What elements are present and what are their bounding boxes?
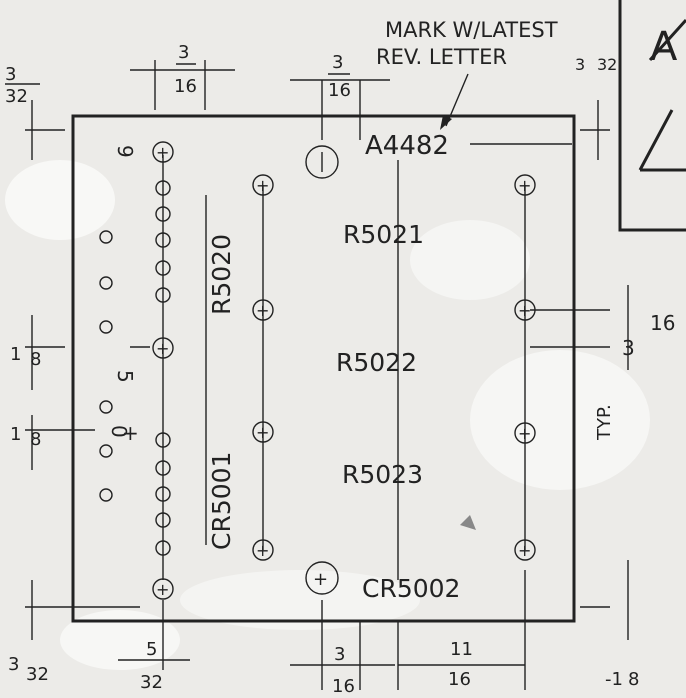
svg-text:TYP.: TYP. [594,404,615,441]
svg-text:32: 32 [140,672,163,693]
svg-text:+: + [256,541,269,560]
dim-bottom-mid: 3 16 [290,644,395,697]
pin-column-left [99,230,113,502]
dim-bottom-left-v: 3 32 [8,580,49,685]
svg-text:3: 3 [575,55,585,74]
svg-text:+: + [518,424,531,443]
svg-text:1: 1 [10,424,21,445]
pad [99,320,113,334]
svg-text:+: + [518,176,531,195]
svg-text:16: 16 [328,80,351,101]
board-outline [71,114,576,623]
svg-text:1: 1 [10,344,21,365]
column-right: + + + + [514,174,536,561]
label-r5021: R5021 [343,220,424,249]
svg-text:3: 3 [332,52,343,73]
svg-text:+: + [518,301,531,320]
note-arrowhead [440,115,452,130]
column-center: + [305,145,399,595]
svg-text:16: 16 [174,76,197,97]
svg-text:+: + [256,301,269,320]
pin-label-9: 9 [113,145,137,158]
paper-stains [5,160,650,670]
label-r5022: R5022 [336,348,417,377]
svg-text:16: 16 [332,676,355,697]
column-3: + + + + [252,174,274,561]
label-cr5002: CR5002 [362,574,460,603]
column-1: + + + [130,141,174,600]
label-r5023: R5023 [342,460,423,489]
svg-text:3: 3 [5,64,16,85]
svg-text:8: 8 [30,349,41,370]
svg-text:+: + [313,569,328,590]
extension-lines [25,60,610,690]
dim-top-col: 3 16 [130,42,235,97]
dim-right-mid: 3 16 TYP. [594,285,675,441]
revision-box: A [618,0,686,232]
revision-letter: A [650,24,678,70]
dim-bottom-right-v: -1 8 [605,560,639,690]
dim-left-2: 1 8 [10,415,41,470]
label-cr5001: CR5001 [207,452,236,550]
svg-text:+: + [518,541,531,560]
plus-mark: + [122,421,139,445]
note-line-2: REV. LETTER [376,45,507,69]
svg-text:16: 16 [650,311,675,335]
svg-text:5: 5 [146,639,157,660]
note-line-1: MARK W/LATEST [385,18,558,42]
svg-text:+: + [156,580,169,599]
svg-text:32: 32 [5,86,28,107]
svg-text:+: + [156,339,169,358]
svg-text:3: 3 [178,42,189,63]
pad [99,276,113,290]
pad [99,400,113,414]
dim-bottom-col: 5 32 [118,639,190,693]
svg-text:+: + [156,143,169,162]
svg-text:8: 8 [30,429,41,450]
pad [99,488,113,502]
dim-bottom-right: 11 16 [398,639,525,690]
svg-text:32: 32 [597,55,617,74]
board-id: A4482 [365,131,449,161]
svg-text:+: + [256,423,269,442]
dim-left-1: 1 8 [10,315,41,390]
dim-top-left-v: 3 32 [5,64,40,160]
dim-top-mid: 3 16 [290,52,390,101]
svg-text:-1: -1 [605,669,623,690]
svg-text:11: 11 [450,639,473,660]
note-leader [445,73,469,127]
pad [99,444,113,458]
label-r5020: R5020 [207,234,236,315]
svg-text:+: + [256,176,269,195]
marker-triangle [460,515,476,530]
svg-text:32: 32 [26,664,49,685]
dim-top-right-v: 3 32 [575,55,617,160]
pin-label-0: 0 [107,425,131,438]
svg-text:3: 3 [8,654,19,675]
pin-label-5: 5 [113,370,137,383]
svg-text:3: 3 [622,336,635,360]
svg-text:8: 8 [628,669,639,690]
pad [99,230,113,244]
svg-text:16: 16 [448,669,471,690]
svg-text:3: 3 [334,644,345,665]
